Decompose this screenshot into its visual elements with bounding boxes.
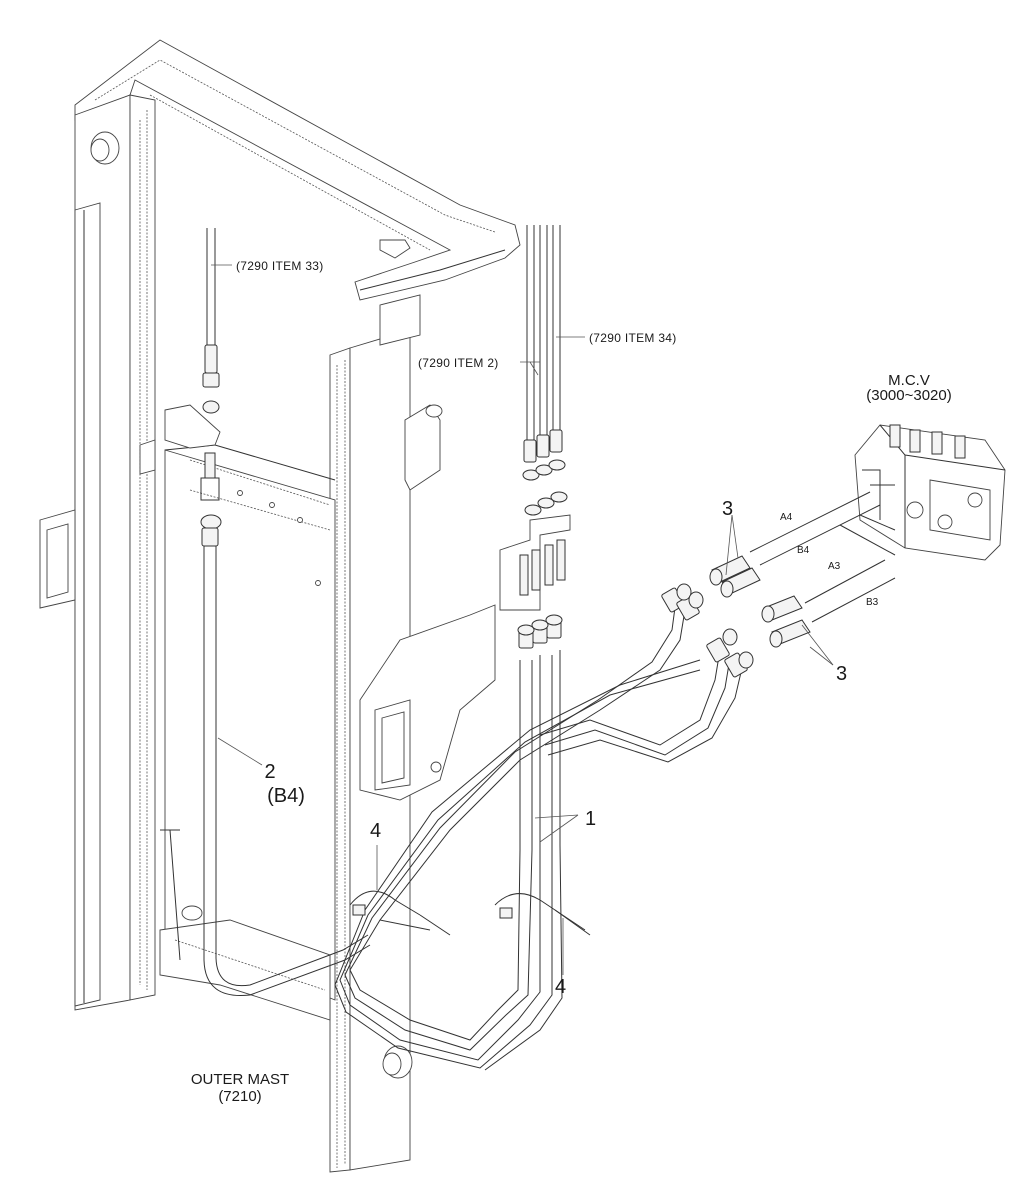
callout-2: 2 [264,761,275,783]
hose-clamp-left [350,891,450,935]
callout-3-top: 3 [722,498,733,520]
hose-bundle-item1 [335,584,753,1070]
fitting-item3-upper [710,556,760,597]
outer-mast-frame [40,40,520,1172]
hose-clamp-right [495,894,590,935]
hose-item2 [202,528,370,996]
callout-4-right: 4 [555,976,566,998]
main-control-valve [855,425,1005,560]
label-ref-item33: (7290 ITEM 33) [236,259,324,273]
callout-4-left: 4 [370,820,381,842]
callout-2-sub: (B4) [267,785,305,807]
label-outer-mast: OUTER MAST [191,1071,289,1088]
label-ref-item34: (7290 ITEM 34) [589,331,677,345]
mcv-port-lines [750,492,895,622]
fitting-item3-lower [762,596,810,647]
label-ref-item2: (7290 ITEM 2) [418,356,499,370]
label-outer-mast-ref: (7210) [218,1088,261,1105]
label-mcv-title: M.C.V [888,372,930,389]
reference-hose-item33 [201,228,221,529]
reference-hose-item34 [500,225,570,610]
leader-lines [211,265,833,975]
label-mcv-range: (3000~3020) [866,387,952,404]
labels: (7290 ITEM 33) (7290 ITEM 34) (7290 ITEM… [191,259,952,1105]
label-port-a4: A4 [780,512,793,523]
callout-1: 1 [585,808,596,830]
label-port-a3: A3 [828,561,841,572]
callout-3-bottom: 3 [836,663,847,685]
label-port-b3: B3 [866,597,879,608]
label-port-b4: B4 [797,545,810,556]
